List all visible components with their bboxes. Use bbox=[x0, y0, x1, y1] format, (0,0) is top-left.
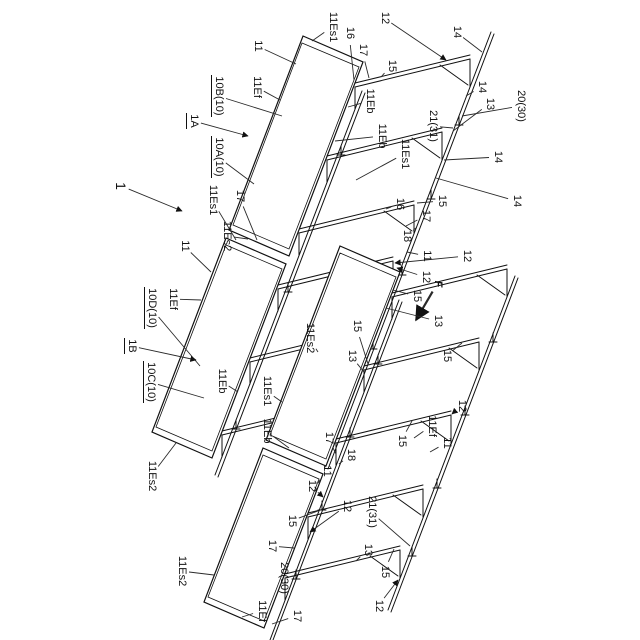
leader-15 bbox=[298, 510, 319, 519]
leader-18 bbox=[412, 227, 417, 231]
leader-15 bbox=[452, 342, 463, 351]
leader-12 bbox=[309, 510, 340, 533]
leader-11es1 bbox=[311, 32, 325, 42]
leader-17 bbox=[405, 219, 418, 227]
leader-2131 bbox=[439, 126, 454, 129]
leader-15 bbox=[416, 201, 434, 204]
leader-17 bbox=[332, 447, 337, 455]
leader-15 bbox=[380, 72, 385, 78]
leader-11eb bbox=[273, 436, 290, 449]
leader-15 bbox=[359, 336, 369, 365]
panel-10d bbox=[265, 245, 401, 467]
leader-11ef bbox=[241, 613, 254, 618]
leader-13 bbox=[355, 556, 361, 562]
leader-17 bbox=[364, 61, 370, 79]
leader-15 bbox=[387, 548, 395, 562]
leader-11es1 bbox=[273, 395, 283, 403]
panel-10c bbox=[203, 447, 324, 629]
leader-10b10 bbox=[225, 98, 283, 117]
leader-12 bbox=[394, 256, 459, 266]
leader-16 bbox=[349, 44, 355, 81]
leader-2030 bbox=[290, 575, 295, 577]
leader-11 bbox=[190, 252, 212, 273]
leader-2131 bbox=[378, 518, 411, 547]
leader-10c10 bbox=[157, 383, 205, 399]
leader-14 bbox=[435, 177, 509, 200]
row-b-support-structure bbox=[269, 264, 519, 640]
leader-11eb bbox=[347, 102, 362, 108]
leader-18 bbox=[338, 460, 344, 465]
leader-12 bbox=[391, 22, 447, 61]
leader-12 bbox=[451, 407, 459, 415]
leader-1b bbox=[138, 347, 197, 362]
leader-10d10 bbox=[158, 316, 201, 367]
leader-13 bbox=[356, 363, 365, 373]
leader-15 bbox=[392, 289, 409, 295]
leader-11ef bbox=[413, 431, 424, 439]
leader-12 bbox=[316, 490, 324, 498]
leader-14 bbox=[465, 91, 474, 97]
leader-10a10 bbox=[225, 162, 255, 185]
leader-14 bbox=[443, 157, 490, 161]
leader-11eb bbox=[334, 136, 374, 142]
leader-11es1 bbox=[218, 211, 237, 241]
leader-11 bbox=[264, 49, 297, 65]
leader-11 bbox=[406, 251, 419, 255]
leader-11es1 bbox=[355, 157, 397, 181]
leader-12 bbox=[383, 579, 399, 599]
leader-11es2 bbox=[315, 348, 319, 353]
panel-10b bbox=[228, 35, 364, 257]
leader-11es2 bbox=[233, 236, 249, 240]
leader-11eb bbox=[228, 385, 239, 393]
leader-11 bbox=[429, 446, 439, 453]
leader-13 bbox=[452, 109, 483, 132]
leader-f bbox=[415, 291, 434, 322]
leader-2030 bbox=[461, 106, 513, 117]
leader-17 bbox=[271, 618, 289, 625]
leader-17 bbox=[242, 206, 258, 241]
leader-1a bbox=[200, 122, 249, 138]
panel-10a bbox=[151, 237, 287, 459]
leader-17 bbox=[278, 546, 295, 549]
leader-16 bbox=[385, 206, 392, 210]
leader-1 bbox=[128, 188, 183, 212]
panel-row-b bbox=[203, 245, 401, 629]
leader-11ef bbox=[179, 298, 202, 301]
leader-11ef bbox=[263, 90, 281, 101]
leader-15 bbox=[405, 420, 413, 432]
leader-14 bbox=[462, 37, 483, 53]
leader-12 bbox=[396, 266, 418, 275]
leader-13 bbox=[385, 307, 430, 320]
leader-11es2 bbox=[188, 571, 215, 576]
panel-row-a bbox=[151, 35, 364, 459]
leader-11es2 bbox=[157, 442, 177, 467]
leader-11 bbox=[317, 479, 321, 484]
